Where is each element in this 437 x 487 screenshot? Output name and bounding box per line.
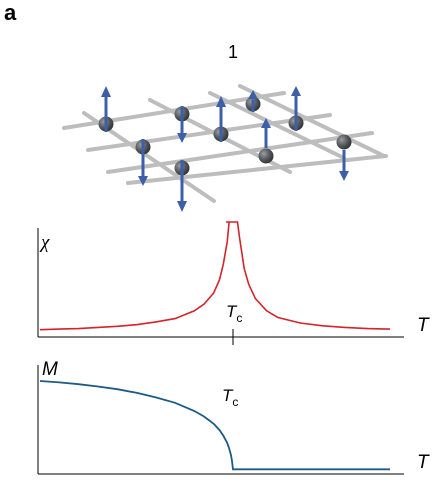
spin-arrow-up	[101, 86, 111, 132]
m-tc-sub: c	[232, 395, 238, 409]
spin-arrow-up	[248, 90, 258, 112]
spin-lattice-illustration: 1	[62, 42, 388, 212]
susceptibility-chart: χ T Tc	[37, 221, 430, 345]
susceptibility-curve	[39, 221, 391, 331]
lattice-label: 1	[228, 42, 238, 62]
lattice-node	[336, 134, 352, 150]
m-y-label: M	[42, 359, 58, 380]
spin-arrow-up	[291, 86, 301, 131]
chi-x-label: T	[417, 315, 430, 336]
spin-arrow-down	[177, 160, 187, 212]
spin-arrow-down	[177, 106, 187, 143]
m-tc-annotation: Tc	[222, 386, 238, 409]
spin-arrow-up	[261, 118, 271, 148]
chi-tc-sub: c	[236, 311, 242, 325]
spin-arrows	[101, 86, 349, 212]
m-tc-main: T	[222, 386, 234, 405]
magnetization-curve	[39, 380, 390, 471]
lattice-rod	[208, 91, 346, 160]
lattice-node	[258, 148, 274, 164]
lattice-nodes	[98, 96, 352, 176]
m-x-label: T	[417, 452, 430, 473]
chi-y-label: χ	[39, 232, 50, 253]
magnetization-chart: M T Tc	[37, 359, 430, 475]
spin-arrow-down	[138, 139, 148, 186]
panel-label: a	[4, 0, 17, 25]
chi-tc-annotation: Tc	[226, 302, 242, 325]
lattice-rod	[238, 84, 386, 158]
chi-tc-main: T	[226, 302, 238, 321]
spin-arrow-down	[339, 150, 349, 181]
spin-arrow-up	[216, 96, 226, 142]
lattice-rod	[106, 131, 374, 174]
